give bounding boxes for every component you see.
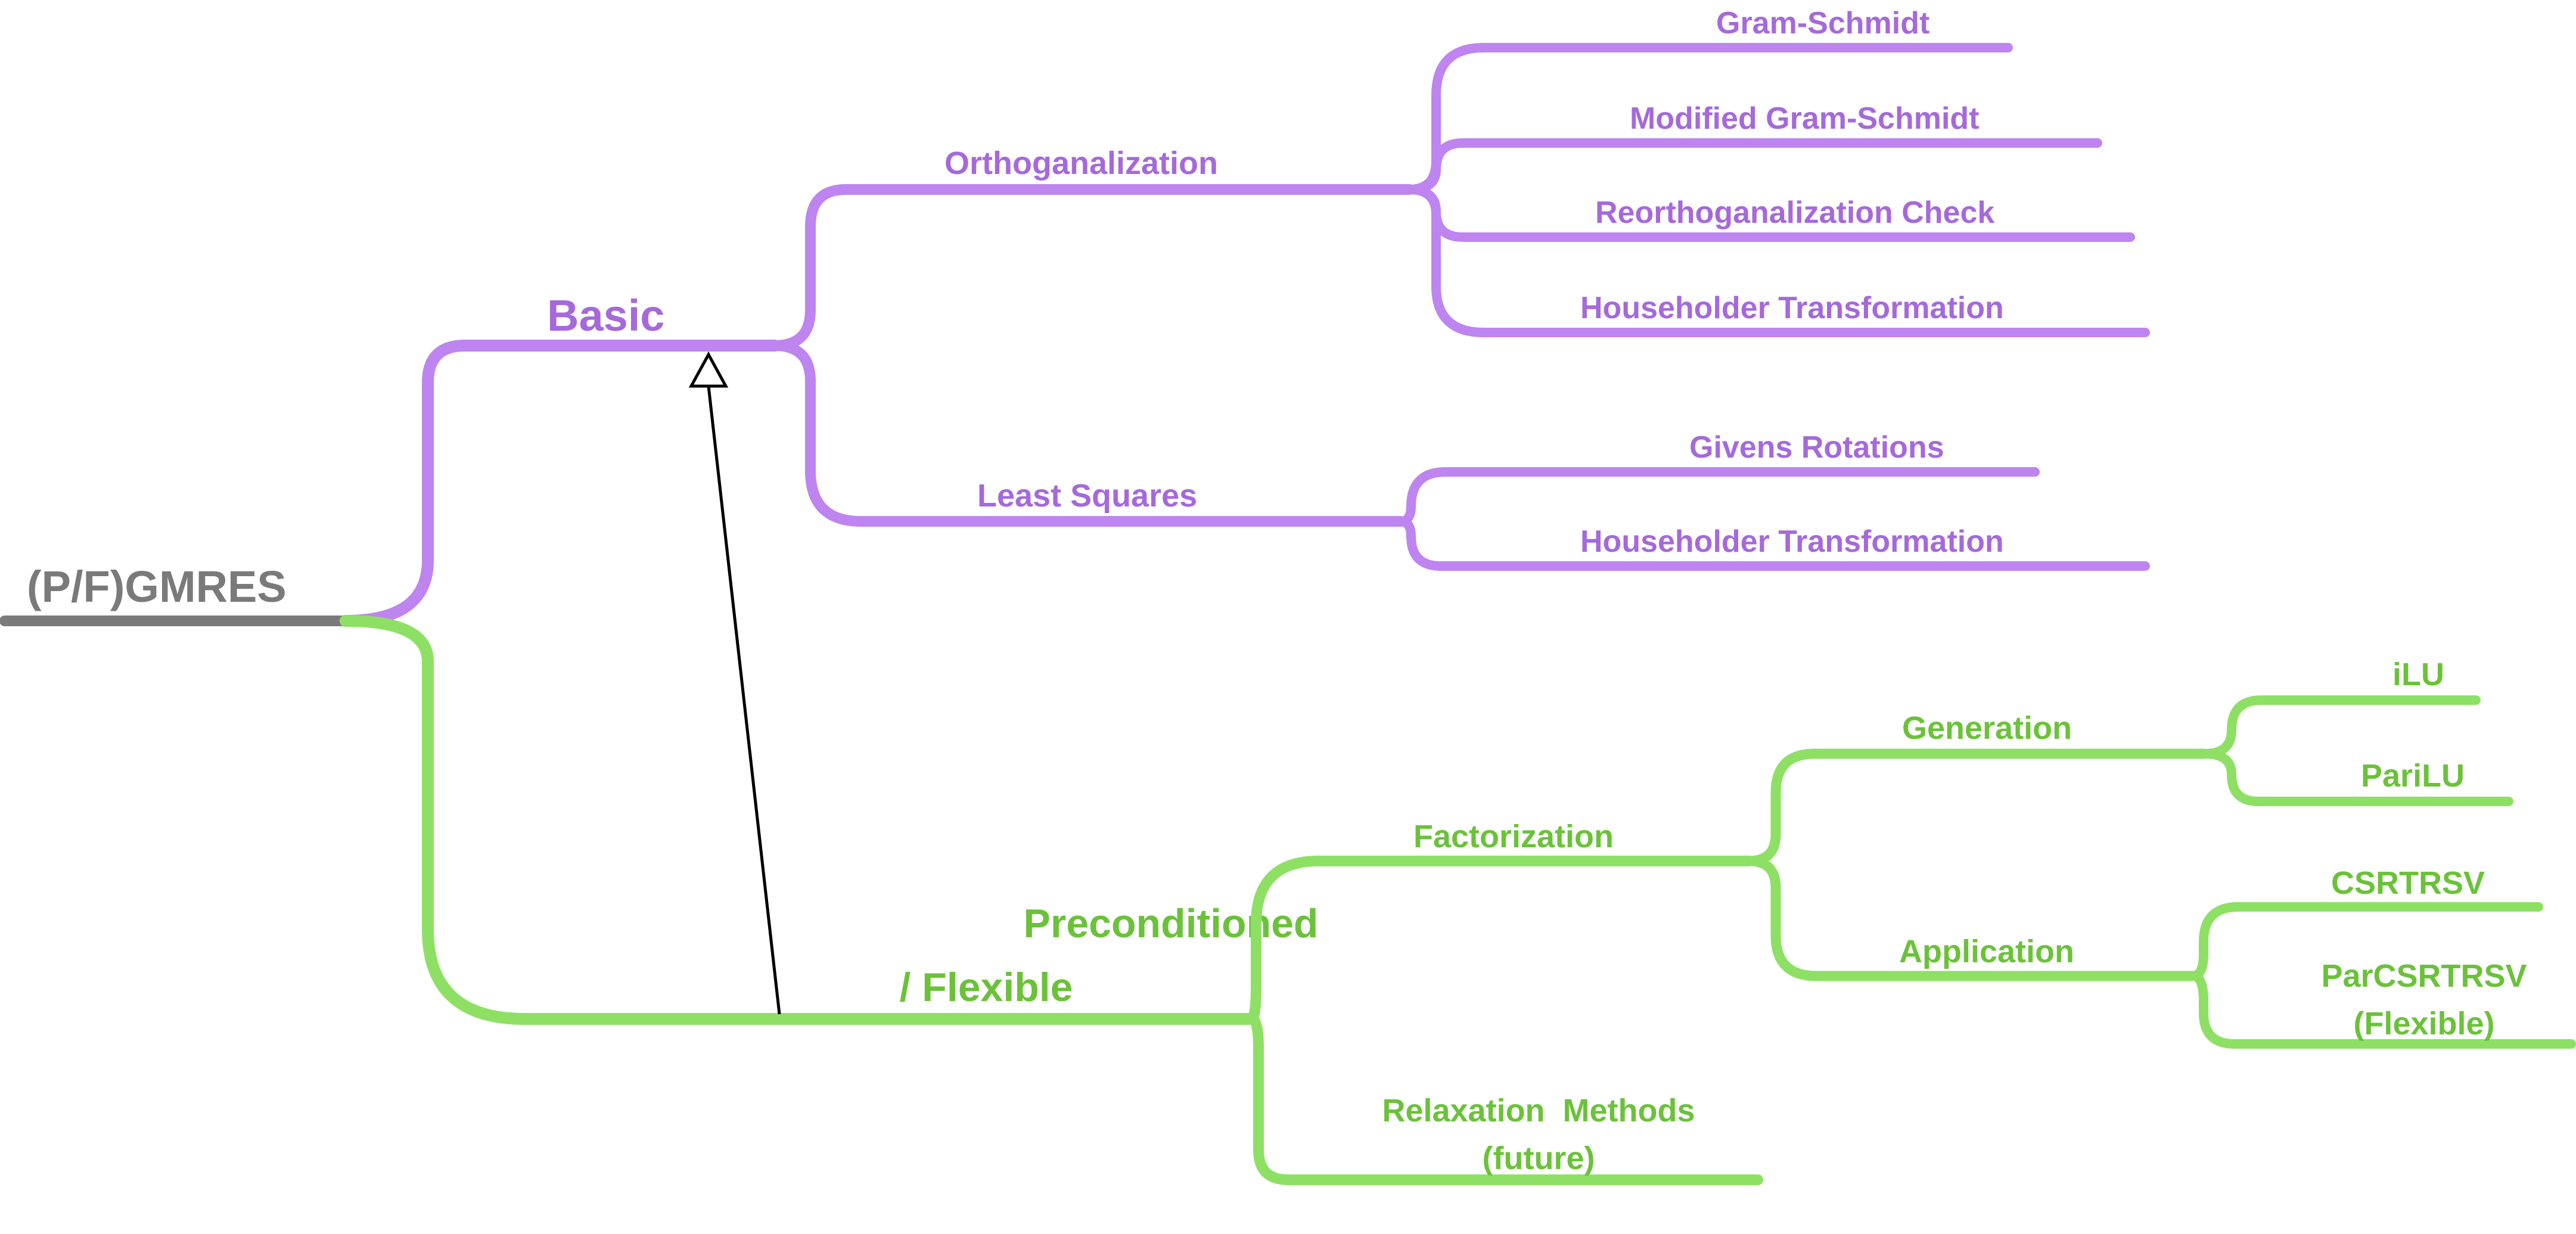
root-node[interactable]: (P/F)GMRES xyxy=(0,562,351,626)
connector-root-basic xyxy=(340,340,781,627)
parcsrtrsv-label-line1: ParCSRTRSV xyxy=(2321,958,2527,994)
generation-node[interactable]: Generation xyxy=(1902,710,2072,746)
arrow-head-icon xyxy=(688,351,729,388)
givens-rotations-node[interactable]: Givens Rotations xyxy=(1689,430,1944,465)
householder-ortho-label: Householder Transformation xyxy=(1580,291,2004,325)
least-squares-label: Least Squares xyxy=(977,478,1197,514)
orthogonalization-node[interactable]: Orthoganalization xyxy=(944,145,1218,181)
csrtrsv-node[interactable]: CSRTRSV xyxy=(2331,865,2485,901)
givens-rotations-label: Givens Rotations xyxy=(1689,430,1944,465)
orthogonalization-label: Orthoganalization xyxy=(944,145,1218,181)
parilu-label: PariLU xyxy=(2361,758,2465,794)
parcsrtrsv-label-line2: (Flexible) xyxy=(2353,1006,2494,1042)
modified-gram-schmidt-label: Modified Gram-Schmidt xyxy=(1630,101,1979,136)
connector-precond-factorization xyxy=(1246,856,1754,1024)
householder-ortho-node[interactable]: Householder Transformation xyxy=(1580,291,2004,325)
basic-node[interactable]: Basic xyxy=(547,291,664,340)
least-squares-node[interactable]: Least Squares xyxy=(977,478,1197,514)
connector-ls-householder xyxy=(1396,517,2150,571)
csrtrsv-label: CSRTRSV xyxy=(2331,865,2485,901)
generalization-arrow xyxy=(688,351,781,1015)
relaxation-node[interactable]: Relaxation Methods (future) xyxy=(1382,1093,1695,1176)
connector-application-parcsrtrsv xyxy=(2188,971,2576,1049)
parilu-node[interactable]: PariLU xyxy=(2361,758,2465,794)
gram-schmidt-label: Gram-Schmidt xyxy=(1716,6,1929,41)
gram-schmidt-node[interactable]: Gram-Schmidt xyxy=(1716,6,1929,41)
preconditioned-label-line1: Preconditioned xyxy=(1024,901,1319,946)
factorization-node[interactable]: Factorization xyxy=(1413,819,1614,854)
householder-ls-label: Householder Transformation xyxy=(1580,524,2004,559)
connector-basic-orthogonalization xyxy=(769,184,1415,351)
relaxation-label-line2: (future) xyxy=(1483,1140,1595,1176)
generation-label: Generation xyxy=(1902,710,2072,746)
reorthogonalization-check-label: Reorthoganalization Check xyxy=(1595,195,1994,230)
relaxation-label-line1: Relaxation Methods xyxy=(1382,1093,1695,1129)
ilu-node[interactable]: iLU xyxy=(2392,657,2444,692)
connector-factorization-generation xyxy=(1744,748,2210,866)
connector-precond-relaxation xyxy=(1246,1014,1763,1185)
factorization-label: Factorization xyxy=(1413,819,1614,854)
root-label: (P/F)GMRES xyxy=(27,562,287,611)
preconditioned-node[interactable]: Preconditioned / Flexible xyxy=(900,901,1319,1010)
connector-application-csrtrsv xyxy=(2188,902,2543,981)
connector-root-preconditioned xyxy=(340,615,1257,1025)
arrow-shaft xyxy=(707,386,781,1015)
application-label: Application xyxy=(1899,934,2074,969)
preconditioned-label-line2: / Flexible xyxy=(900,965,1073,1010)
modified-gram-schmidt-node[interactable]: Modified Gram-Schmidt xyxy=(1630,101,1979,136)
connector-factorization-application xyxy=(1744,856,2198,981)
connector-ls-givens xyxy=(1396,467,2040,526)
basic-label: Basic xyxy=(547,291,664,340)
householder-ls-node[interactable]: Householder Transformation xyxy=(1580,524,2004,559)
reorthogonalization-check-node[interactable]: Reorthoganalization Check xyxy=(1595,195,1994,230)
connector-basic-least-squares xyxy=(769,340,1406,527)
ilu-label: iLU xyxy=(2392,657,2444,692)
application-node[interactable]: Application xyxy=(1899,934,2074,969)
connector-generation-parilu xyxy=(2200,749,2513,806)
parcsrtrsv-node[interactable]: ParCSRTRSV (Flexible) xyxy=(2321,958,2527,1042)
connector-generation-ilu xyxy=(2200,695,2481,759)
connector-ortho-householder xyxy=(1404,185,2150,337)
connector-ortho-modified-gram-schmidt xyxy=(1404,138,2102,194)
